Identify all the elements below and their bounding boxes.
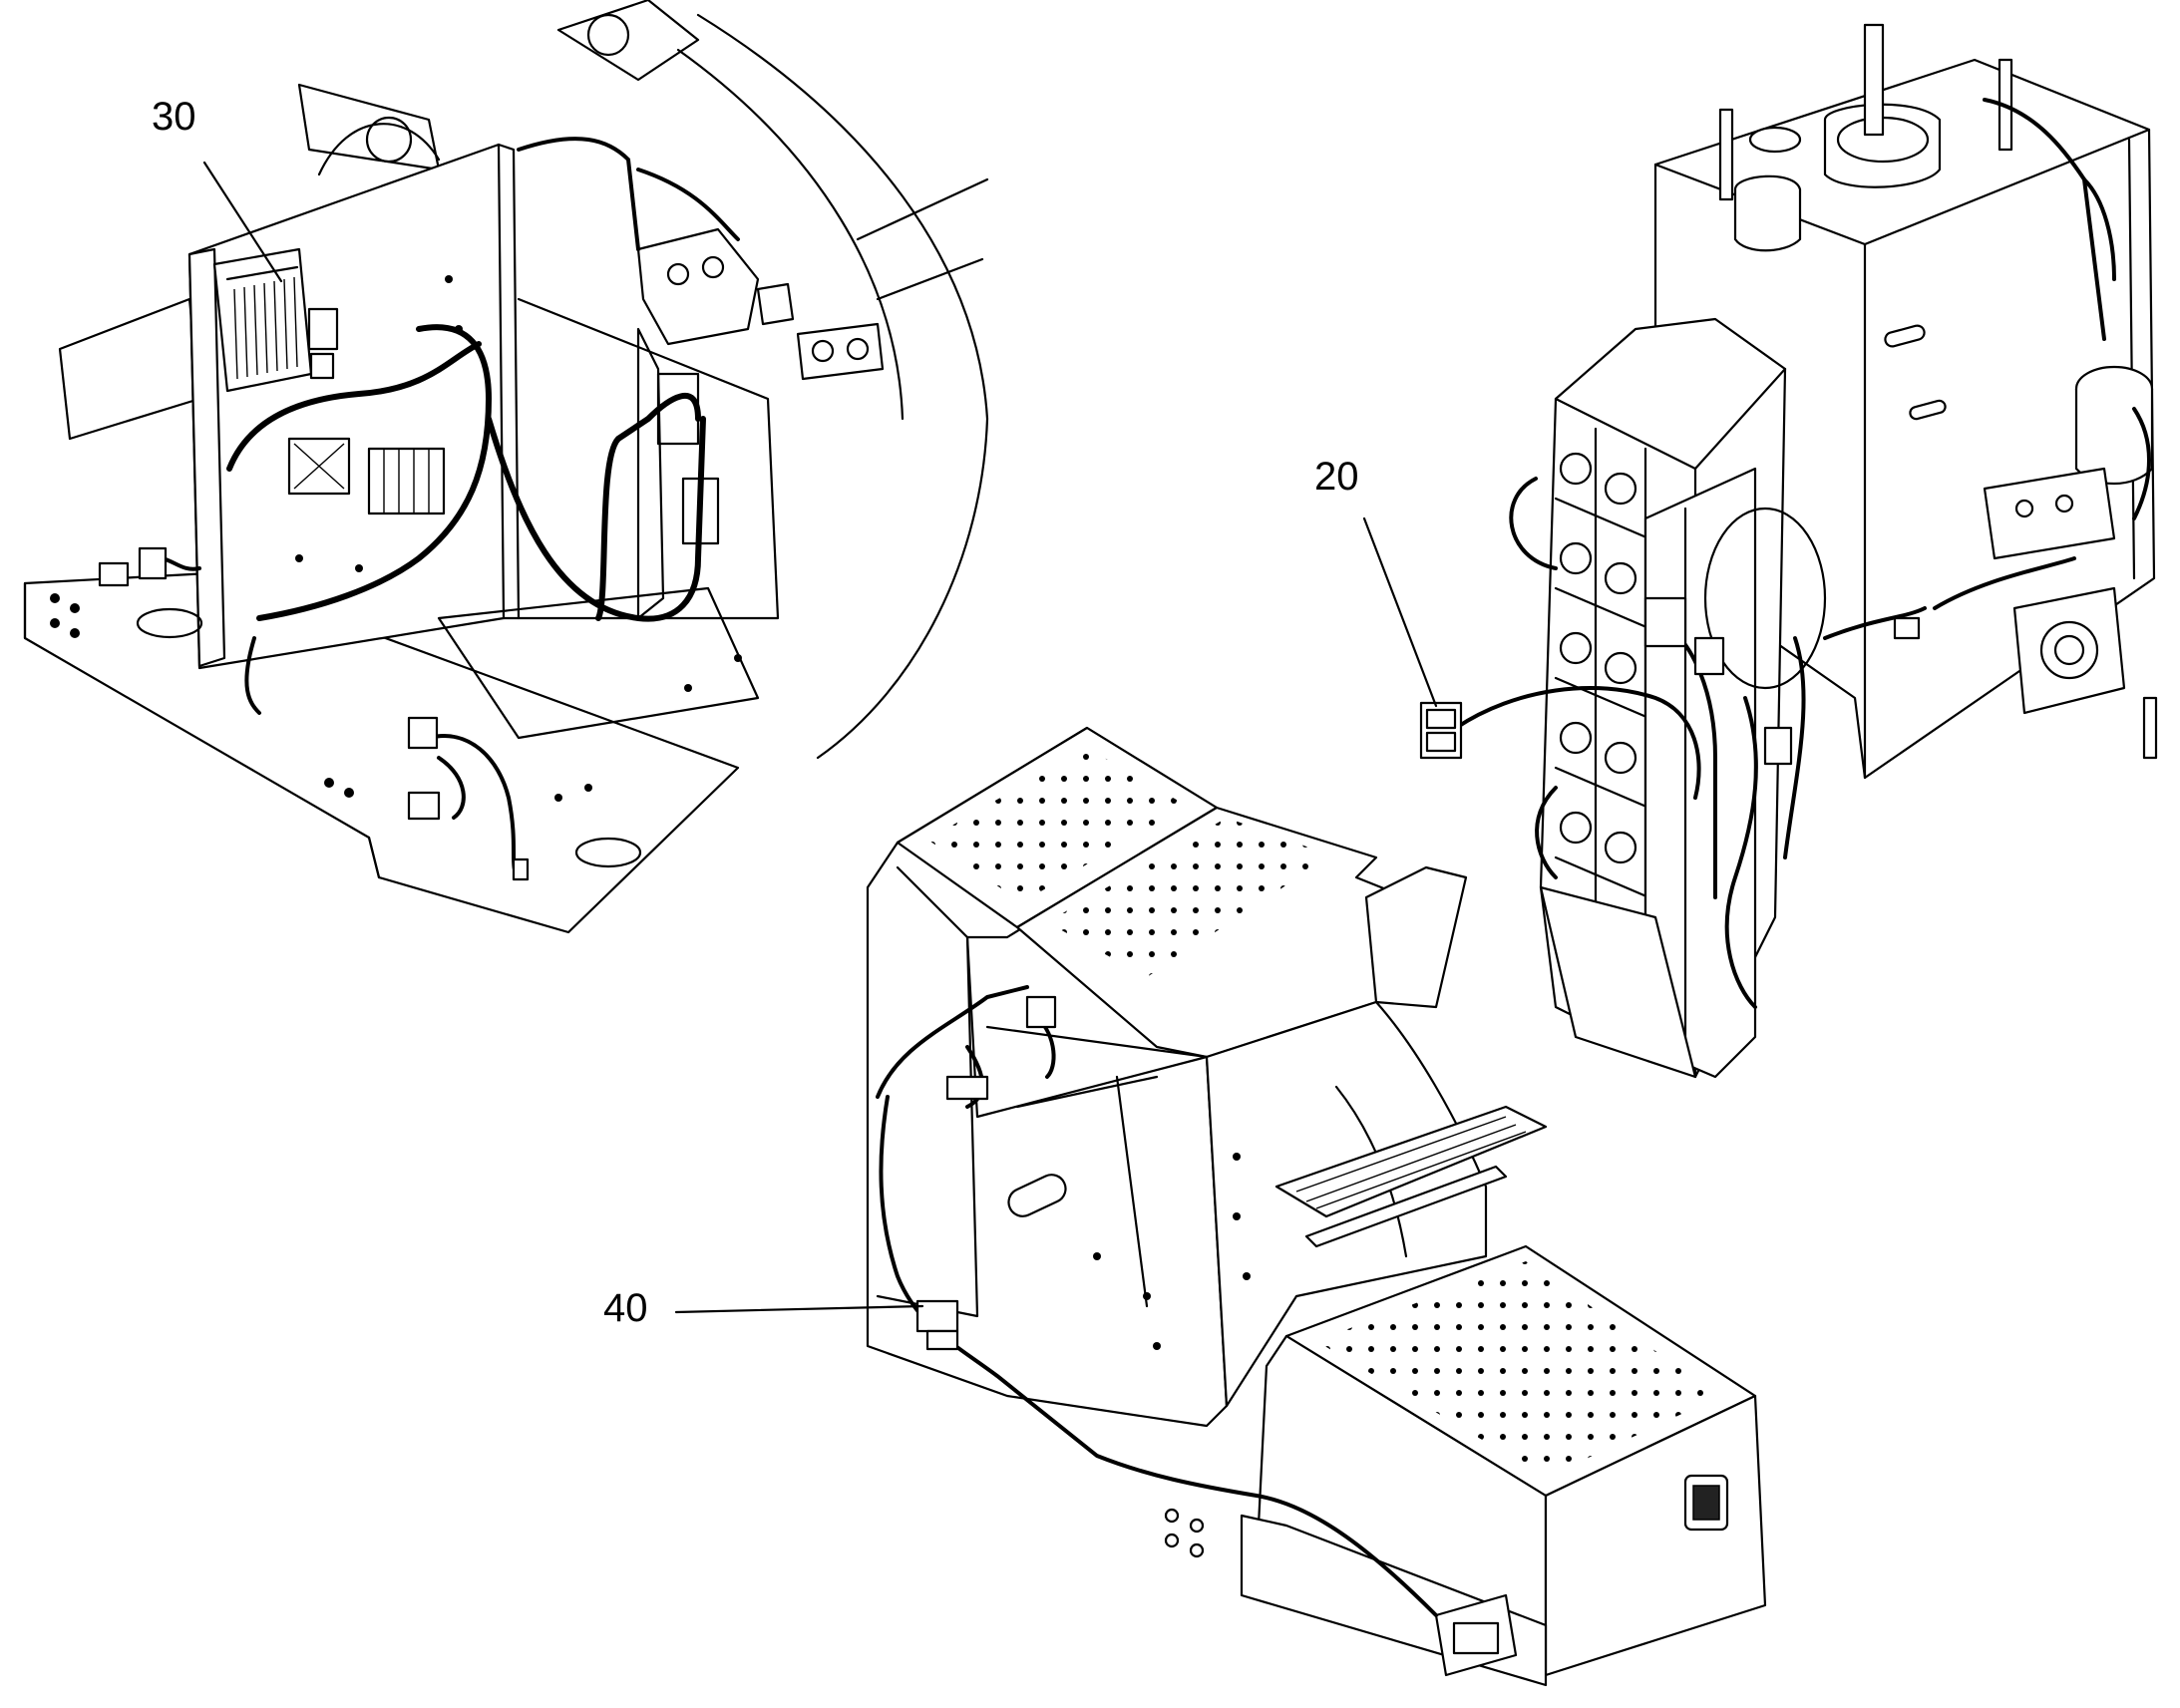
leader-line-20 [1362,516,1438,708]
frame-assembly-30 [23,0,989,934]
cab-assembly-40 [866,726,1767,1687]
callout-20: 20 [1314,455,1359,499]
tank-assembly-20 [1454,23,2158,1079]
valve-block [636,227,885,381]
controller-module [212,247,339,393]
callout-40: 40 [603,1286,648,1330]
leader-line-30 [202,161,283,283]
leader-line-40 [674,1304,924,1314]
callout-30: 30 [152,95,196,139]
connector-20 [1419,701,1463,760]
